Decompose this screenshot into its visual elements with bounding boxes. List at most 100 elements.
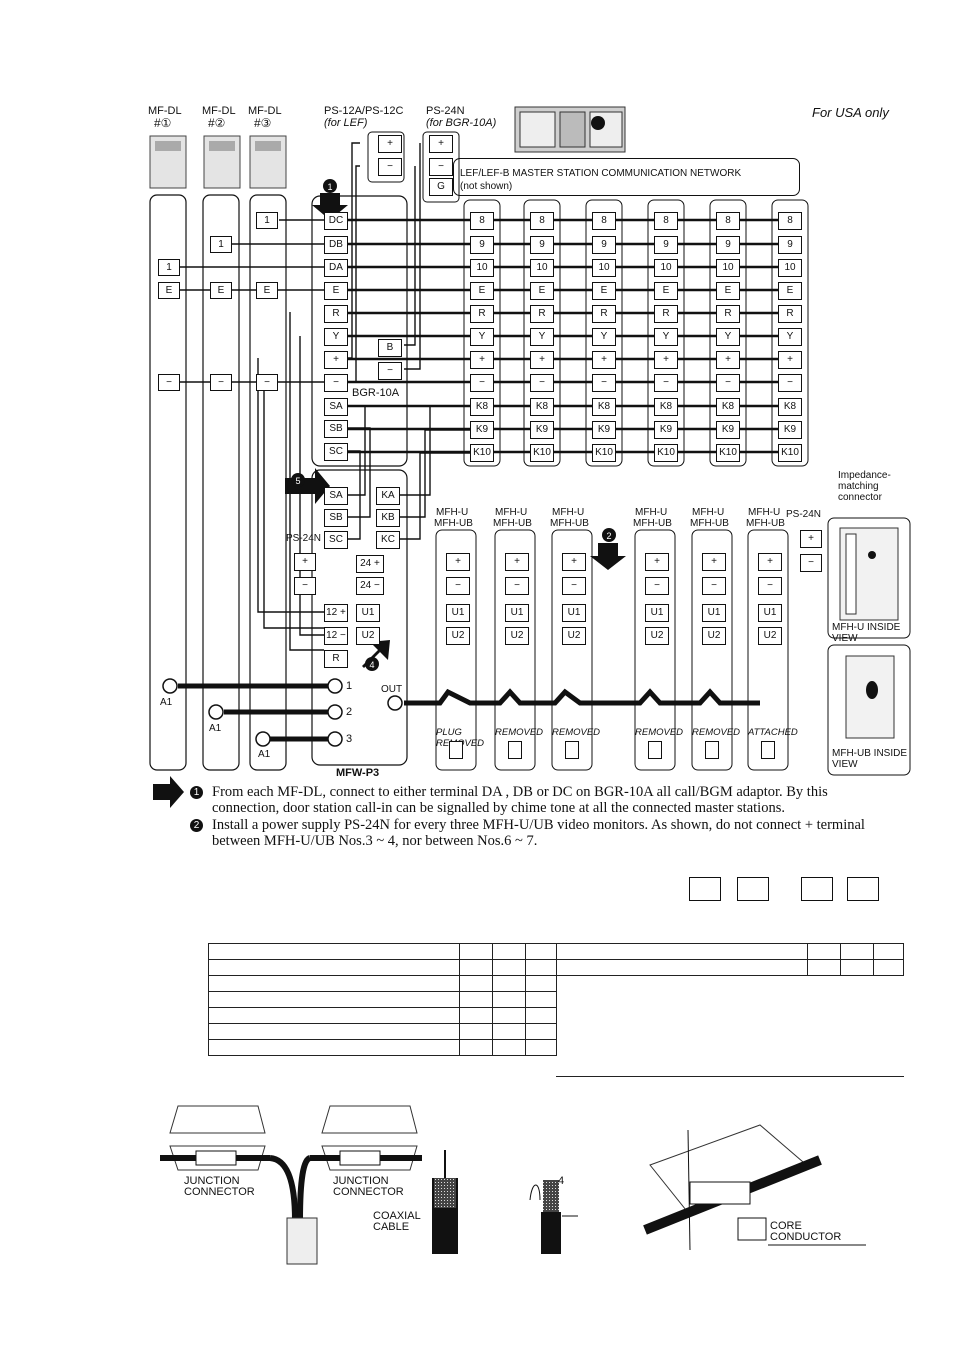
master-terminal: R <box>592 305 616 323</box>
master-terminal: 10 <box>716 259 740 277</box>
door-terminal-1: 1 <box>210 236 232 253</box>
monitor-model: MFH-U <box>436 507 469 518</box>
master-terminal: E <box>778 282 802 300</box>
master-terminal: K9 <box>716 421 740 439</box>
master-terminal: 9 <box>716 236 740 254</box>
bgr-s-terminal: SB <box>324 420 348 438</box>
master-terminal: − <box>778 374 802 392</box>
bgr-terminal-2: DA <box>324 259 348 277</box>
monitor-terminal: U1 <box>505 604 529 622</box>
monitor-model: MFH-U <box>748 507 781 518</box>
monitor-ps24-minus: − <box>800 554 822 572</box>
monitor-state: REMOVED <box>552 727 601 738</box>
note-1: From each MF-DL, connect to either termi… <box>212 784 828 816</box>
network-box: LEF/LEF-B MASTER STATION COMMUNICATION N… <box>453 158 800 196</box>
monitor-terminal: − <box>758 577 782 595</box>
master-terminal: E <box>470 282 494 300</box>
monitor-terminal: U2 <box>505 627 529 645</box>
strip-length: 4 <box>558 1175 565 1187</box>
bgr-terminal-4: R <box>324 305 348 323</box>
master-station-column <box>463 199 501 467</box>
master-terminal: Y <box>530 328 554 346</box>
monitor-state: ATTACHED <box>748 727 798 738</box>
mfw-24v-terminal: 24 + <box>356 555 384 573</box>
ps24-terminal: − <box>429 158 453 176</box>
door-station-3-num: #③ <box>254 116 272 130</box>
monitor-ps24-plus: + <box>800 530 822 548</box>
master-terminal: K8 <box>470 398 494 416</box>
bgr-b-terminal: B <box>378 339 402 357</box>
terminator-icon <box>508 741 522 759</box>
master-terminal: + <box>592 351 616 369</box>
monitor-terminal: U2 <box>645 627 669 645</box>
monitor-terminal: U2 <box>446 627 470 645</box>
master-terminal: R <box>530 305 554 323</box>
master-terminal: 8 <box>530 212 554 230</box>
master-terminal: 8 <box>778 212 802 230</box>
master-terminal: Y <box>716 328 740 346</box>
door-terminal-1: 1 <box>158 259 180 276</box>
master-terminal: Y <box>592 328 616 346</box>
ps24-terminal: G <box>429 178 453 196</box>
mfw-label: MFW-P3 <box>336 767 380 779</box>
master-terminal: − <box>530 374 554 392</box>
blank-box <box>847 877 879 901</box>
monitor-terminal: + <box>446 553 470 571</box>
master-terminal: 10 <box>592 259 616 277</box>
bgr-terminal-1: DB <box>324 236 348 254</box>
master-terminal: 8 <box>654 212 678 230</box>
master-terminal: 10 <box>470 259 494 277</box>
master-terminal: K10 <box>530 444 554 462</box>
monitor-terminal: U1 <box>758 604 782 622</box>
monitor-model-ub: MFH-UB <box>493 518 532 529</box>
master-terminal: − <box>654 374 678 392</box>
note-1-number: 1 <box>190 786 203 799</box>
monitor-terminal: + <box>758 553 782 571</box>
master-terminal: K9 <box>530 421 554 439</box>
network-box-subtitle: (not shown) <box>460 181 513 192</box>
ps12-terminal: + <box>378 135 402 153</box>
door-station-1-num: #① <box>154 116 172 130</box>
mfw-u-terminal: U1 <box>356 604 380 622</box>
monitor-state: REMOVED <box>635 727 684 738</box>
master-terminal: K8 <box>654 398 678 416</box>
blank-box <box>737 877 769 901</box>
door-terminal-1: 1 <box>256 212 278 229</box>
master-terminal: K8 <box>530 398 554 416</box>
monitor-terminal: U1 <box>645 604 669 622</box>
monitor-terminal: U2 <box>702 627 726 645</box>
master-terminal: 9 <box>470 236 494 254</box>
master-terminal: K9 <box>470 421 494 439</box>
mfhub-inside-caption: MFH-UB INSIDE VIEW <box>832 748 907 770</box>
monitor-column <box>435 529 477 771</box>
terminator-icon <box>705 741 719 759</box>
door-terminal-e: E <box>210 282 232 299</box>
master-terminal: E <box>716 282 740 300</box>
monitor-column <box>494 529 536 771</box>
core-label: CORE CONDUCTOR <box>770 1220 842 1243</box>
blank-box <box>801 877 833 901</box>
mfw-k-terminal: KB <box>376 509 400 527</box>
bgr-terminal-6: + <box>324 351 348 369</box>
mfw-ps24-label: PS-24N <box>286 533 322 544</box>
master-terminal: K9 <box>778 421 802 439</box>
master-terminal: E <box>654 282 678 300</box>
junction-label-1: JUNCTION CONNECTOR <box>184 1175 255 1198</box>
junction-illustration <box>160 1105 866 1265</box>
bgr-terminal-0: DC <box>324 212 348 230</box>
door-station-2-model: MF-DL <box>202 105 236 117</box>
master-terminal: + <box>470 351 494 369</box>
master-terminal: + <box>716 351 740 369</box>
monitor-terminal: − <box>562 577 586 595</box>
master-terminal: + <box>778 351 802 369</box>
mfw-24v-terminal: 24 − <box>356 577 384 595</box>
bgr-s-terminal: SA <box>324 398 348 416</box>
svg-text:5: 5 <box>295 476 300 486</box>
master-terminal: 8 <box>716 212 740 230</box>
master-terminal: R <box>654 305 678 323</box>
master-terminal: 8 <box>592 212 616 230</box>
monitor-terminal: + <box>702 553 726 571</box>
table-bottom-rule <box>556 1076 904 1077</box>
mfw-u-terminal: U2 <box>356 627 380 645</box>
svg-text:4: 4 <box>369 660 374 670</box>
